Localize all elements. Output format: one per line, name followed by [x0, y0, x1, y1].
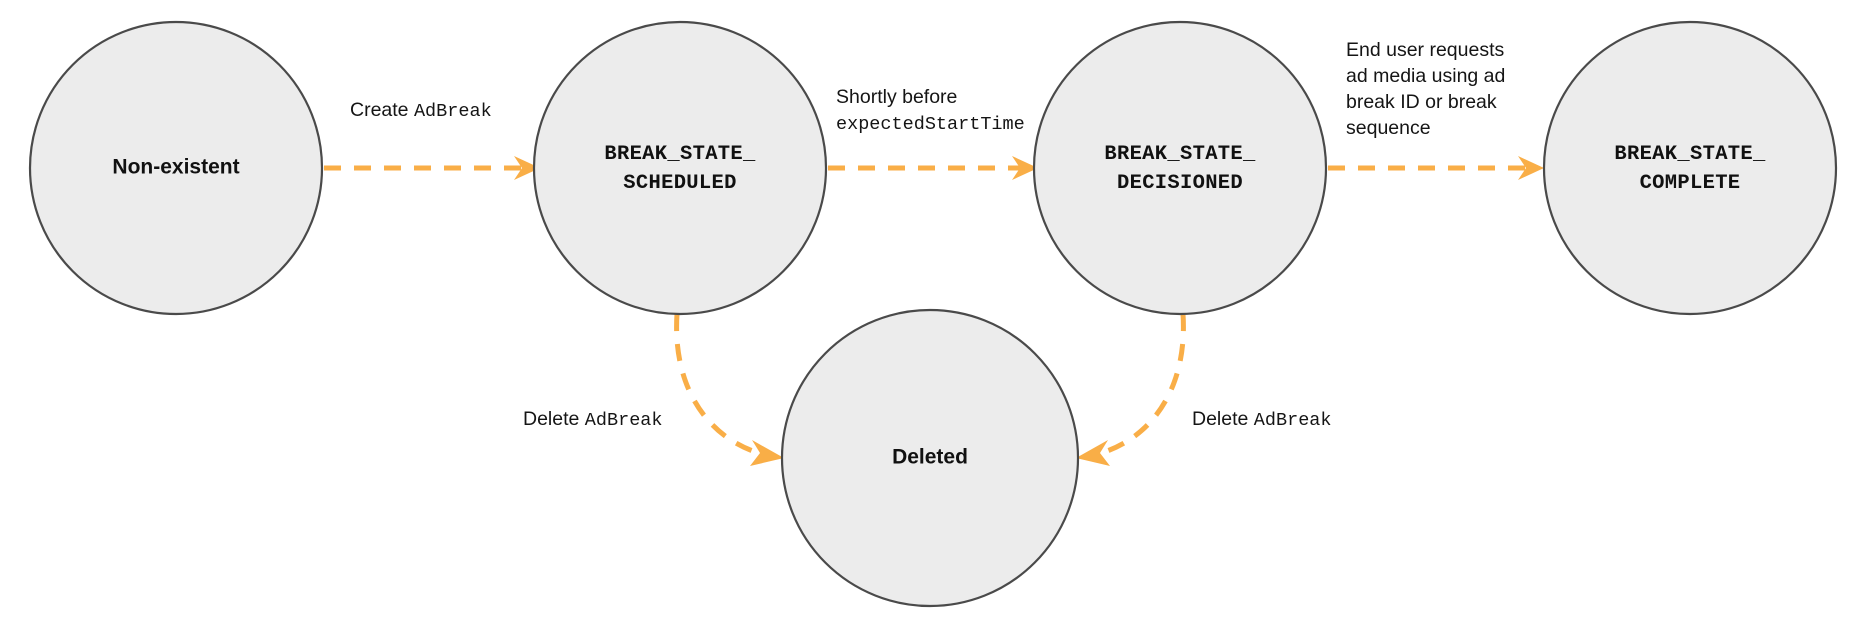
- edge-delete-adbreak-from-decisioned: [1076, 313, 1186, 466]
- arrowhead-icon: [750, 440, 784, 466]
- edge-label-run: Shortly before: [836, 86, 957, 108]
- node-circle-deleted: [780, 308, 1080, 608]
- edge-label-run: sequence: [1346, 117, 1431, 139]
- edge-label-end-user-requests-ad-media: End user requests: [1346, 39, 1505, 61]
- edge-label-shortly-before-expected-start-time: expectedStartTime: [836, 114, 1025, 135]
- edge-label-end-user-requests-ad-media: break ID or break: [1346, 91, 1497, 113]
- arrowhead-icon: [514, 156, 540, 180]
- node-label-break-state-complete: COMPLETE: [1640, 172, 1741, 195]
- edge-label-run: expectedStartTime: [836, 114, 1025, 135]
- edge-label-run: End user requests: [1346, 39, 1505, 61]
- arrowhead-icon: [1518, 156, 1544, 180]
- edge-create-adbreak: [324, 156, 540, 180]
- edge-shortly-before-expected-start-time: [828, 156, 1038, 180]
- edge-label-shortly-before-expected-start-time: Shortly before: [836, 86, 957, 108]
- edge-label-run: Create: [350, 99, 414, 121]
- edge-label-run: ad media using ad: [1346, 65, 1505, 87]
- node-label-break-state-decisioned: BREAK_STATE_: [1104, 143, 1256, 166]
- node-circle-non-existent: [28, 20, 324, 316]
- node-label-deleted: Deleted: [892, 446, 968, 469]
- edge-label-end-user-requests-ad-media: ad media using ad: [1346, 65, 1505, 87]
- node-label-break-state-scheduled: SCHEDULED: [623, 172, 736, 195]
- node-non-existent[interactable]: Non-existent: [28, 20, 324, 316]
- edge-end-user-requests-ad-media: [1328, 156, 1544, 180]
- arrowhead-icon: [1012, 156, 1038, 180]
- node-break-state-decisioned[interactable]: BREAK_STATE_ DECISIONED: [1032, 20, 1328, 316]
- node-circle-break-state-complete: [1542, 20, 1838, 316]
- node-circle-break-state-decisioned: [1032, 20, 1328, 316]
- edge-label-delete-adbreak-from-decisioned: Delete AdBreak: [1192, 408, 1332, 431]
- node-break-state-scheduled[interactable]: BREAK_STATE_ SCHEDULED: [532, 20, 828, 316]
- edge-label-end-user-requests-ad-media: sequence: [1346, 117, 1431, 139]
- node-label-break-state-complete: BREAK_STATE_: [1614, 143, 1766, 166]
- edges-layer: [324, 156, 1544, 466]
- node-circle-break-state-scheduled: [532, 20, 828, 316]
- edge-line-delete-adbreak-from-decisioned: [1093, 313, 1186, 458]
- edge-label-run: break ID or break: [1346, 91, 1497, 113]
- edge-label-run: Delete: [523, 408, 585, 430]
- edge-delete-adbreak-from-scheduled: [674, 313, 784, 466]
- edge-label-run: AdBreak: [585, 410, 663, 431]
- edge-line-delete-adbreak-from-scheduled: [674, 313, 767, 458]
- arrowhead-icon: [1076, 440, 1110, 466]
- node-label-break-state-decisioned: DECISIONED: [1117, 172, 1243, 195]
- node-label-break-state-scheduled: BREAK_STATE_: [604, 143, 756, 166]
- node-break-state-complete[interactable]: BREAK_STATE_ COMPLETE: [1542, 20, 1838, 316]
- edge-labels-layer: Create AdBreak Shortly before expectedStar…: [350, 39, 1505, 431]
- node-deleted[interactable]: Deleted: [780, 308, 1080, 608]
- nodes-layer: Non-existentBREAK_STATE_SCHEDULEDBREAK_S…: [28, 20, 1838, 608]
- edge-label-run: AdBreak: [414, 101, 492, 122]
- edge-label-run: Delete: [1192, 408, 1254, 430]
- node-label-non-existent: Non-existent: [112, 156, 239, 179]
- edge-label-delete-adbreak-from-scheduled: Delete AdBreak: [523, 408, 663, 431]
- edge-label-create-adbreak: Create AdBreak: [350, 99, 492, 122]
- edge-label-run: AdBreak: [1254, 410, 1332, 431]
